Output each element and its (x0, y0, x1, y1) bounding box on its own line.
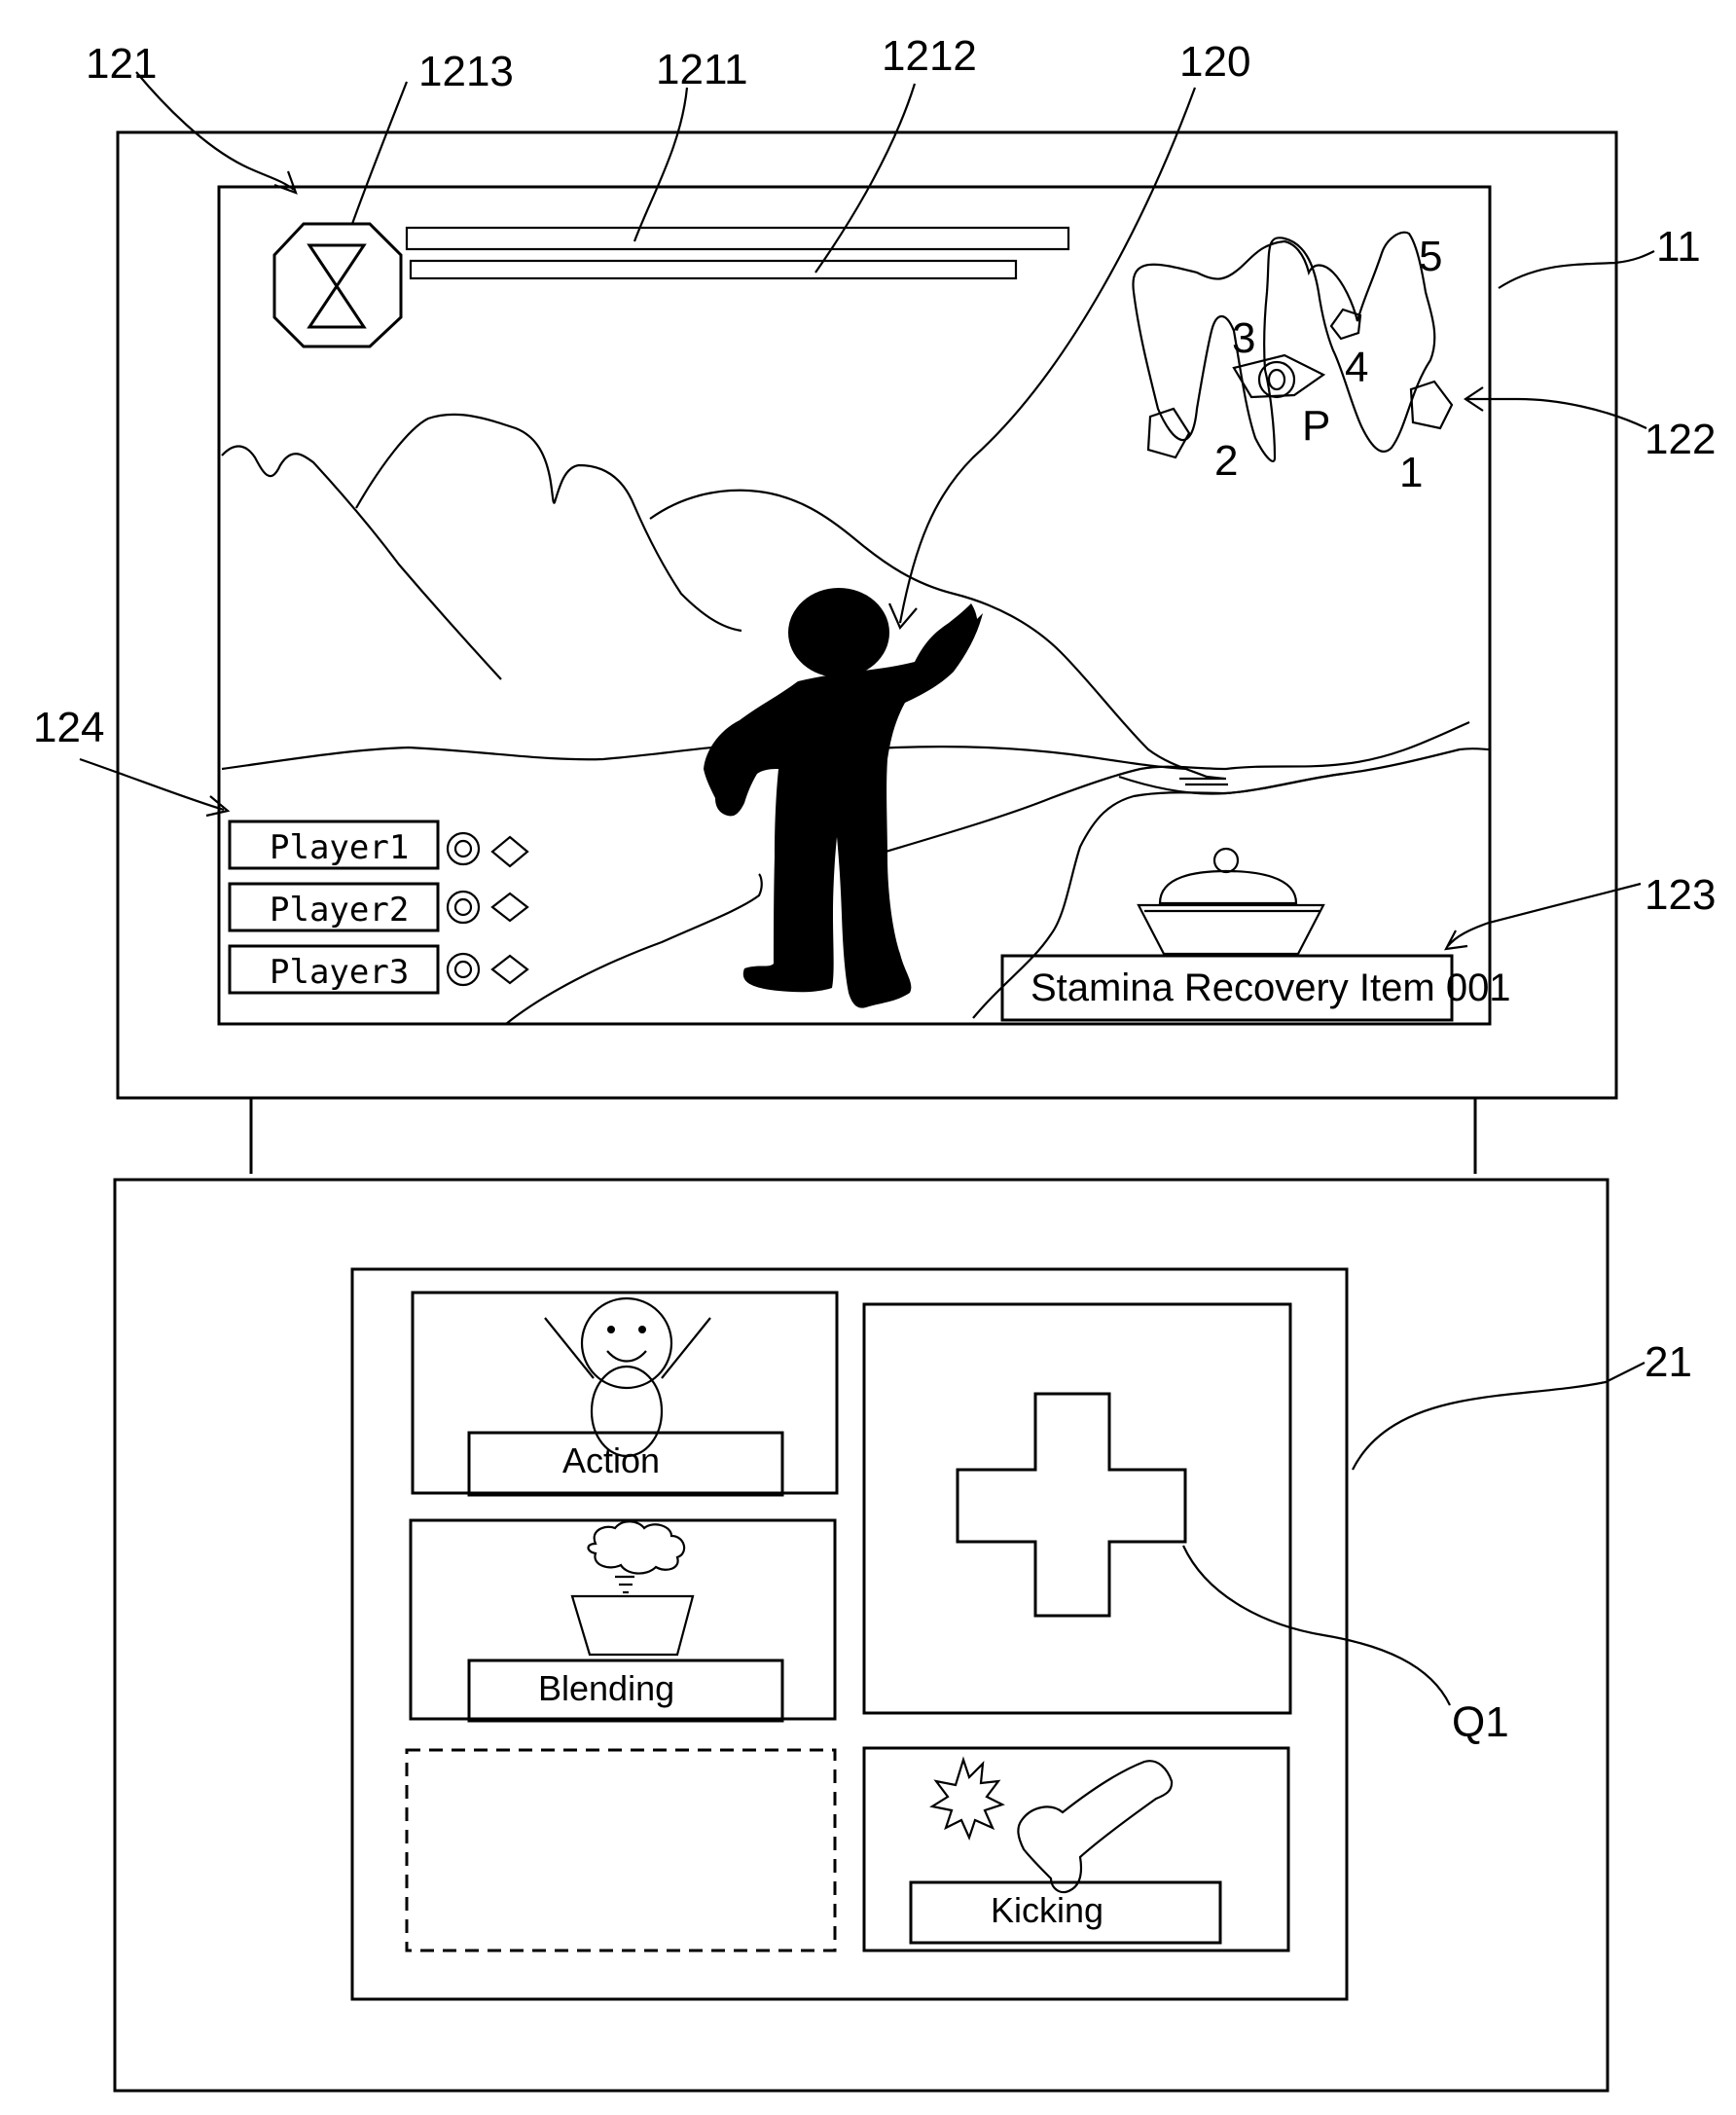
dpad-cross-icon[interactable] (958, 1394, 1185, 1616)
player-3-ring-icon-inner (455, 962, 471, 977)
player-character (704, 588, 983, 1008)
blending-label: Blending (538, 1668, 674, 1708)
blending-pot-icon (572, 1521, 693, 1655)
item-label-box[interactable]: Stamina Recovery Item 001 (1002, 956, 1511, 1020)
label-124-leader (80, 759, 224, 810)
action-button[interactable]: Action (413, 1293, 837, 1495)
item-icon (1139, 849, 1323, 954)
gauge-bar-1 (407, 228, 1068, 249)
action-label: Action (562, 1440, 660, 1480)
label-123: 123 (1645, 871, 1716, 919)
dpad-frame (864, 1304, 1290, 1713)
minimap-marker-5: 5 (1419, 233, 1442, 280)
player-1-name: Player1 (270, 828, 409, 867)
blending-button[interactable]: Blending (411, 1520, 835, 1721)
empty-slot[interactable] (407, 1750, 835, 1951)
label-1211: 1211 (656, 46, 748, 93)
player-3-ring-icon (448, 954, 479, 985)
minimap-marker-4: 4 (1345, 344, 1368, 391)
label-121: 121 (86, 40, 157, 88)
label-11-leader (1499, 251, 1654, 288)
label-1212-leader (815, 84, 915, 273)
player-1-diamond-icon (492, 837, 527, 866)
player-row-1[interactable]: Player1 (230, 821, 527, 868)
minimap-marker-1: 1 (1399, 449, 1423, 496)
minimap-marker-3: 3 (1232, 314, 1255, 362)
label-1213: 1213 (418, 48, 514, 95)
player-2-name: Player2 (270, 891, 409, 930)
label-1213-leader (352, 82, 407, 224)
label-21: 21 (1645, 1338, 1692, 1386)
kicking-leg-icon (1018, 1761, 1172, 1892)
player-1-ring-icon-inner (455, 841, 471, 857)
label-122-leader (1467, 399, 1646, 428)
player-2-diamond-icon (492, 893, 527, 921)
label-21-leader (1353, 1363, 1645, 1470)
label-120-leader (900, 88, 1195, 623)
label-q1-leader (1183, 1546, 1450, 1705)
impact-burst-icon (932, 1760, 1002, 1838)
label-123-leader (1448, 884, 1641, 946)
minimap-marker-2: 2 (1214, 437, 1238, 485)
player-1-ring-icon (448, 833, 479, 864)
dpad-panel[interactable] (864, 1304, 1290, 1713)
item-name: Stamina Recovery Item 001 (1031, 966, 1511, 1009)
player-3-diamond-icon (492, 956, 527, 983)
hourglass-icon (309, 245, 364, 327)
bottom-screen-frame (115, 1180, 1608, 2091)
label-122: 122 (1645, 416, 1716, 463)
label-q1: Q1 (1452, 1698, 1509, 1746)
label-1212: 1212 (882, 32, 977, 80)
label-120: 120 (1179, 38, 1250, 86)
label-1211-leader (634, 88, 687, 241)
player-row-2[interactable]: Player2 (230, 884, 527, 930)
player-3-name: Player3 (270, 953, 409, 992)
minimap-player-marker: P (1302, 402, 1330, 450)
player-row-3[interactable]: Player3 (230, 946, 527, 993)
bottom-screen-display (352, 1269, 1347, 1999)
kicking-label: Kicking (991, 1890, 1103, 1930)
gauge-bar-2 (411, 261, 1016, 278)
player-2-ring-icon-inner (455, 899, 471, 915)
label-11: 11 (1656, 223, 1701, 271)
kicking-button[interactable]: Kicking (864, 1748, 1288, 1951)
label-124: 124 (33, 704, 104, 751)
minimap (1133, 233, 1452, 461)
player-2-ring-icon (448, 892, 479, 923)
